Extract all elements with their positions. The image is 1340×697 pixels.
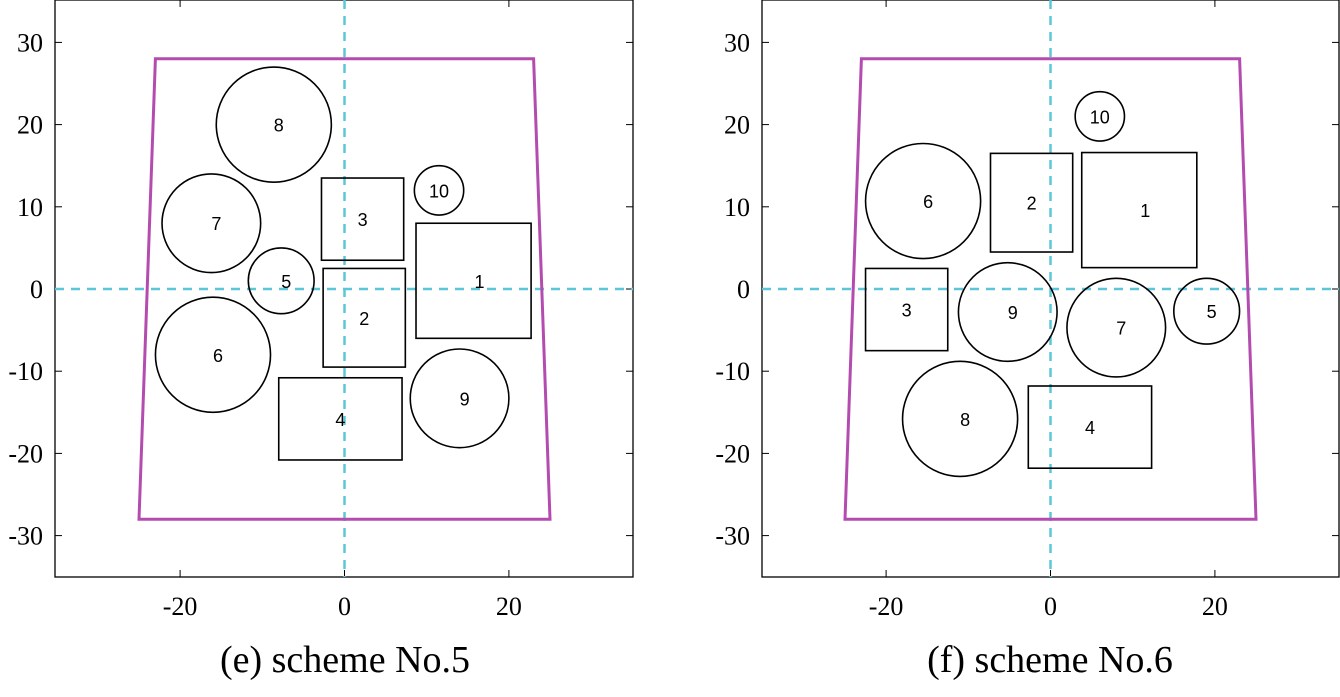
container-boundary — [137, 57, 552, 521]
rect-item-2 — [322, 267, 407, 368]
y-tick-label: -20 — [715, 439, 750, 468]
circle-item-5 — [1173, 277, 1241, 345]
rect-item-2 — [989, 152, 1074, 253]
panel-f: 30 20 10 0 -10 -20 -30 -20 0 20 2 1 3 4 10 6 9 7 5 8 (f) sch… — [715, 0, 1340, 681]
x-tick-label: 20 — [496, 592, 522, 621]
rect-item-3 — [320, 177, 405, 262]
y-tick-label: -30 — [715, 522, 750, 551]
y-tick-label: 20 — [17, 111, 43, 140]
y-tick-label: -30 — [8, 522, 43, 551]
circle-label: 10 — [1090, 107, 1110, 127]
y-tick-label: -20 — [8, 439, 43, 468]
circle-label: 9 — [1008, 303, 1018, 323]
y-tick-label: 10 — [17, 193, 43, 222]
rect-label: 2 — [359, 309, 369, 329]
circle-item-7 — [1066, 277, 1167, 378]
circle-label: 8 — [274, 116, 284, 136]
rect-label: 4 — [335, 410, 345, 430]
panel-caption: (f) scheme No.6 — [927, 639, 1173, 681]
y-tick-label: 20 — [724, 111, 750, 140]
y-tick-label: -10 — [8, 357, 43, 386]
x-tick-label: -20 — [163, 592, 198, 621]
panel-caption: (e) scheme No.5 — [220, 639, 470, 681]
rect-label: 2 — [1027, 194, 1037, 214]
x-tick-label: 20 — [1202, 592, 1228, 621]
y-tick-label: 30 — [724, 28, 750, 57]
y-tick-label: 0 — [30, 275, 43, 304]
rect-label: 3 — [902, 301, 912, 321]
circle-label: 7 — [1116, 319, 1126, 339]
rect-label: 4 — [1085, 418, 1095, 438]
circle-label: 5 — [281, 272, 291, 292]
circle-item-6 — [864, 142, 982, 260]
y-tick-label: 30 — [17, 28, 43, 57]
circle-label: 10 — [429, 181, 449, 201]
circle-item-6 — [154, 296, 272, 414]
circle-label: 8 — [960, 410, 970, 430]
x-tick-label: 0 — [1044, 592, 1057, 621]
circle-item-8 — [215, 66, 333, 183]
rect-item-4 — [1027, 385, 1153, 469]
circle-item-10 — [413, 164, 465, 216]
circle-item-7 — [161, 173, 262, 274]
x-tick-label: -20 — [869, 592, 904, 621]
circle-label: 9 — [460, 389, 470, 409]
circle-label: 6 — [213, 346, 223, 366]
rect-label: 1 — [1140, 201, 1150, 221]
y-tick-label: 0 — [737, 275, 750, 304]
rect-item-3 — [864, 267, 949, 352]
circle-item-9 — [409, 348, 510, 449]
rect-item-1 — [1080, 151, 1198, 269]
y-tick-label: 10 — [724, 193, 750, 222]
circle-item-9 — [957, 261, 1058, 363]
rect-label: 3 — [358, 210, 368, 230]
x-tick-label: 0 — [338, 592, 351, 621]
rect-label: 1 — [475, 272, 485, 292]
container-boundary — [843, 57, 1258, 521]
rect-item-4 — [277, 376, 403, 461]
y-tick-label: -10 — [715, 357, 750, 386]
circle-label: 5 — [1207, 302, 1217, 322]
circle-item-8 — [901, 360, 1019, 478]
circle-label: 6 — [923, 192, 933, 212]
circle-label: 7 — [211, 214, 221, 234]
panel-e: 30 20 10 0 -10 -20 -30 -20 0 20 3 1 2 4 8 7 5 6 10 9 (e) sch… — [8, 0, 634, 681]
rect-item-1 — [415, 222, 532, 340]
circle-item-5 — [247, 247, 315, 315]
circle-item-10 — [1074, 90, 1126, 142]
